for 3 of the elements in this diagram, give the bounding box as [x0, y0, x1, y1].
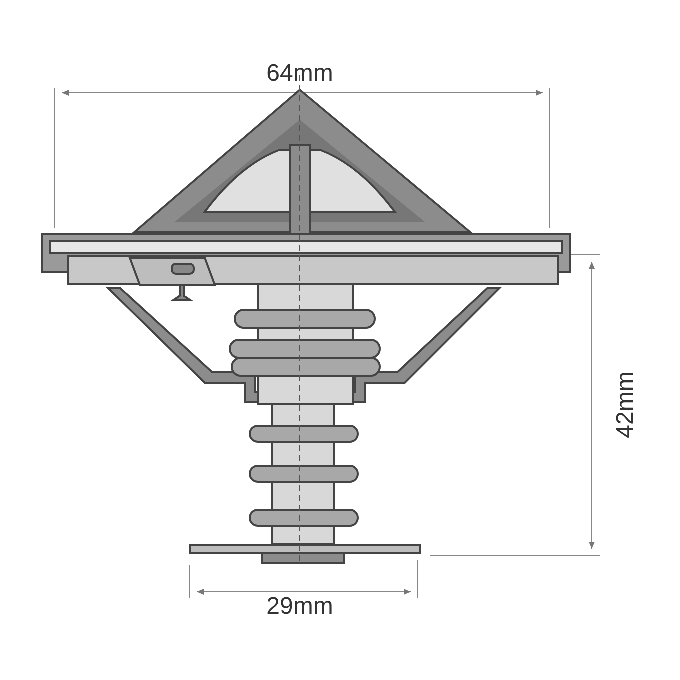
dimension-label: 29mm [266, 595, 334, 619]
dimension-label: 42mm [614, 372, 638, 438]
dimension-label: 64mm [266, 62, 334, 86]
